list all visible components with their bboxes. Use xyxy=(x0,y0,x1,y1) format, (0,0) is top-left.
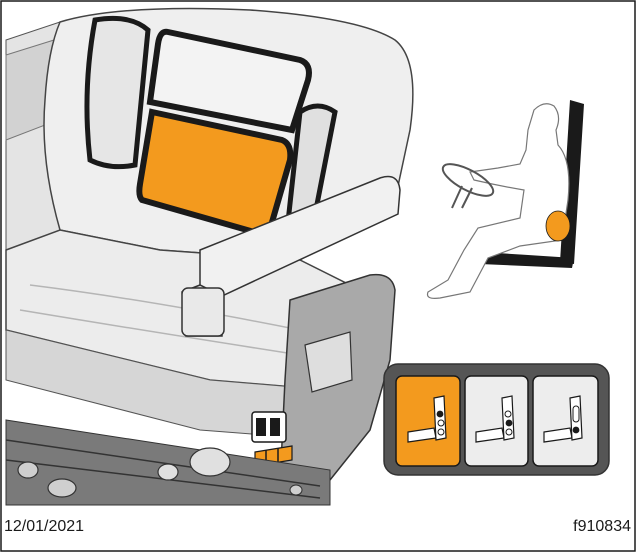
figure-id: f910834 xyxy=(573,518,631,536)
seat-lumbar-position-2-icon xyxy=(465,376,528,466)
lumbar-highlight xyxy=(546,211,570,241)
seat-lumbar-position-3-icon xyxy=(533,376,598,466)
lumbar-setting-panel xyxy=(384,364,609,475)
figure-date: 12/01/2021 xyxy=(4,518,84,536)
seat-lumbar-position-1-icon xyxy=(396,376,460,466)
